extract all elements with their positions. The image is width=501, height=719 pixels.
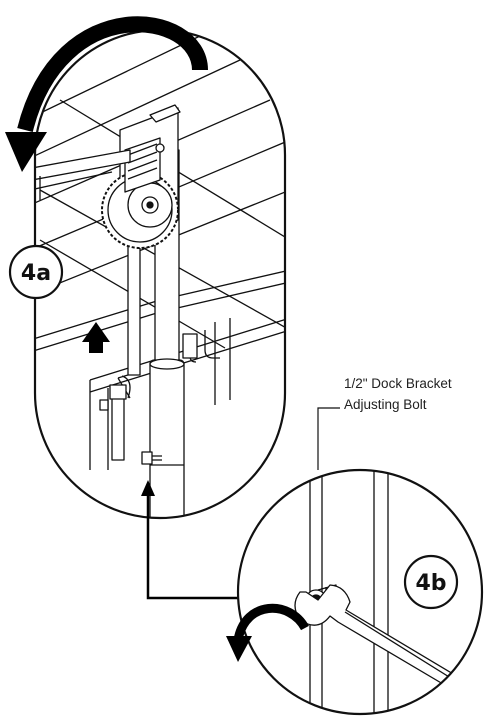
bolt-detail-inset bbox=[236, 468, 484, 716]
crank-handle bbox=[35, 149, 131, 200]
winch-strap bbox=[99, 209, 141, 461]
up-arrow-icon bbox=[82, 322, 110, 353]
callout-line-2: Adjusting Bolt bbox=[344, 397, 427, 412]
connector-arrow-icon bbox=[141, 480, 238, 600]
step-4a-badge: 4a bbox=[8, 244, 64, 300]
wrench-rotate-arrow-icon bbox=[226, 603, 309, 662]
callout-leader bbox=[317, 407, 340, 470]
rotate-arrow-icon bbox=[5, 16, 208, 172]
dock-bracket bbox=[182, 330, 220, 363]
callout-line-1: 1/2" Dock Bracket bbox=[344, 376, 452, 391]
step-4b-label: 4b bbox=[415, 571, 446, 596]
step-4b-badge: 4b bbox=[403, 554, 459, 610]
winch bbox=[101, 104, 181, 249]
winch-post-inset bbox=[33, 28, 287, 520]
step-4a-label: 4a bbox=[21, 261, 51, 286]
adjusting-bolt bbox=[141, 451, 162, 465]
